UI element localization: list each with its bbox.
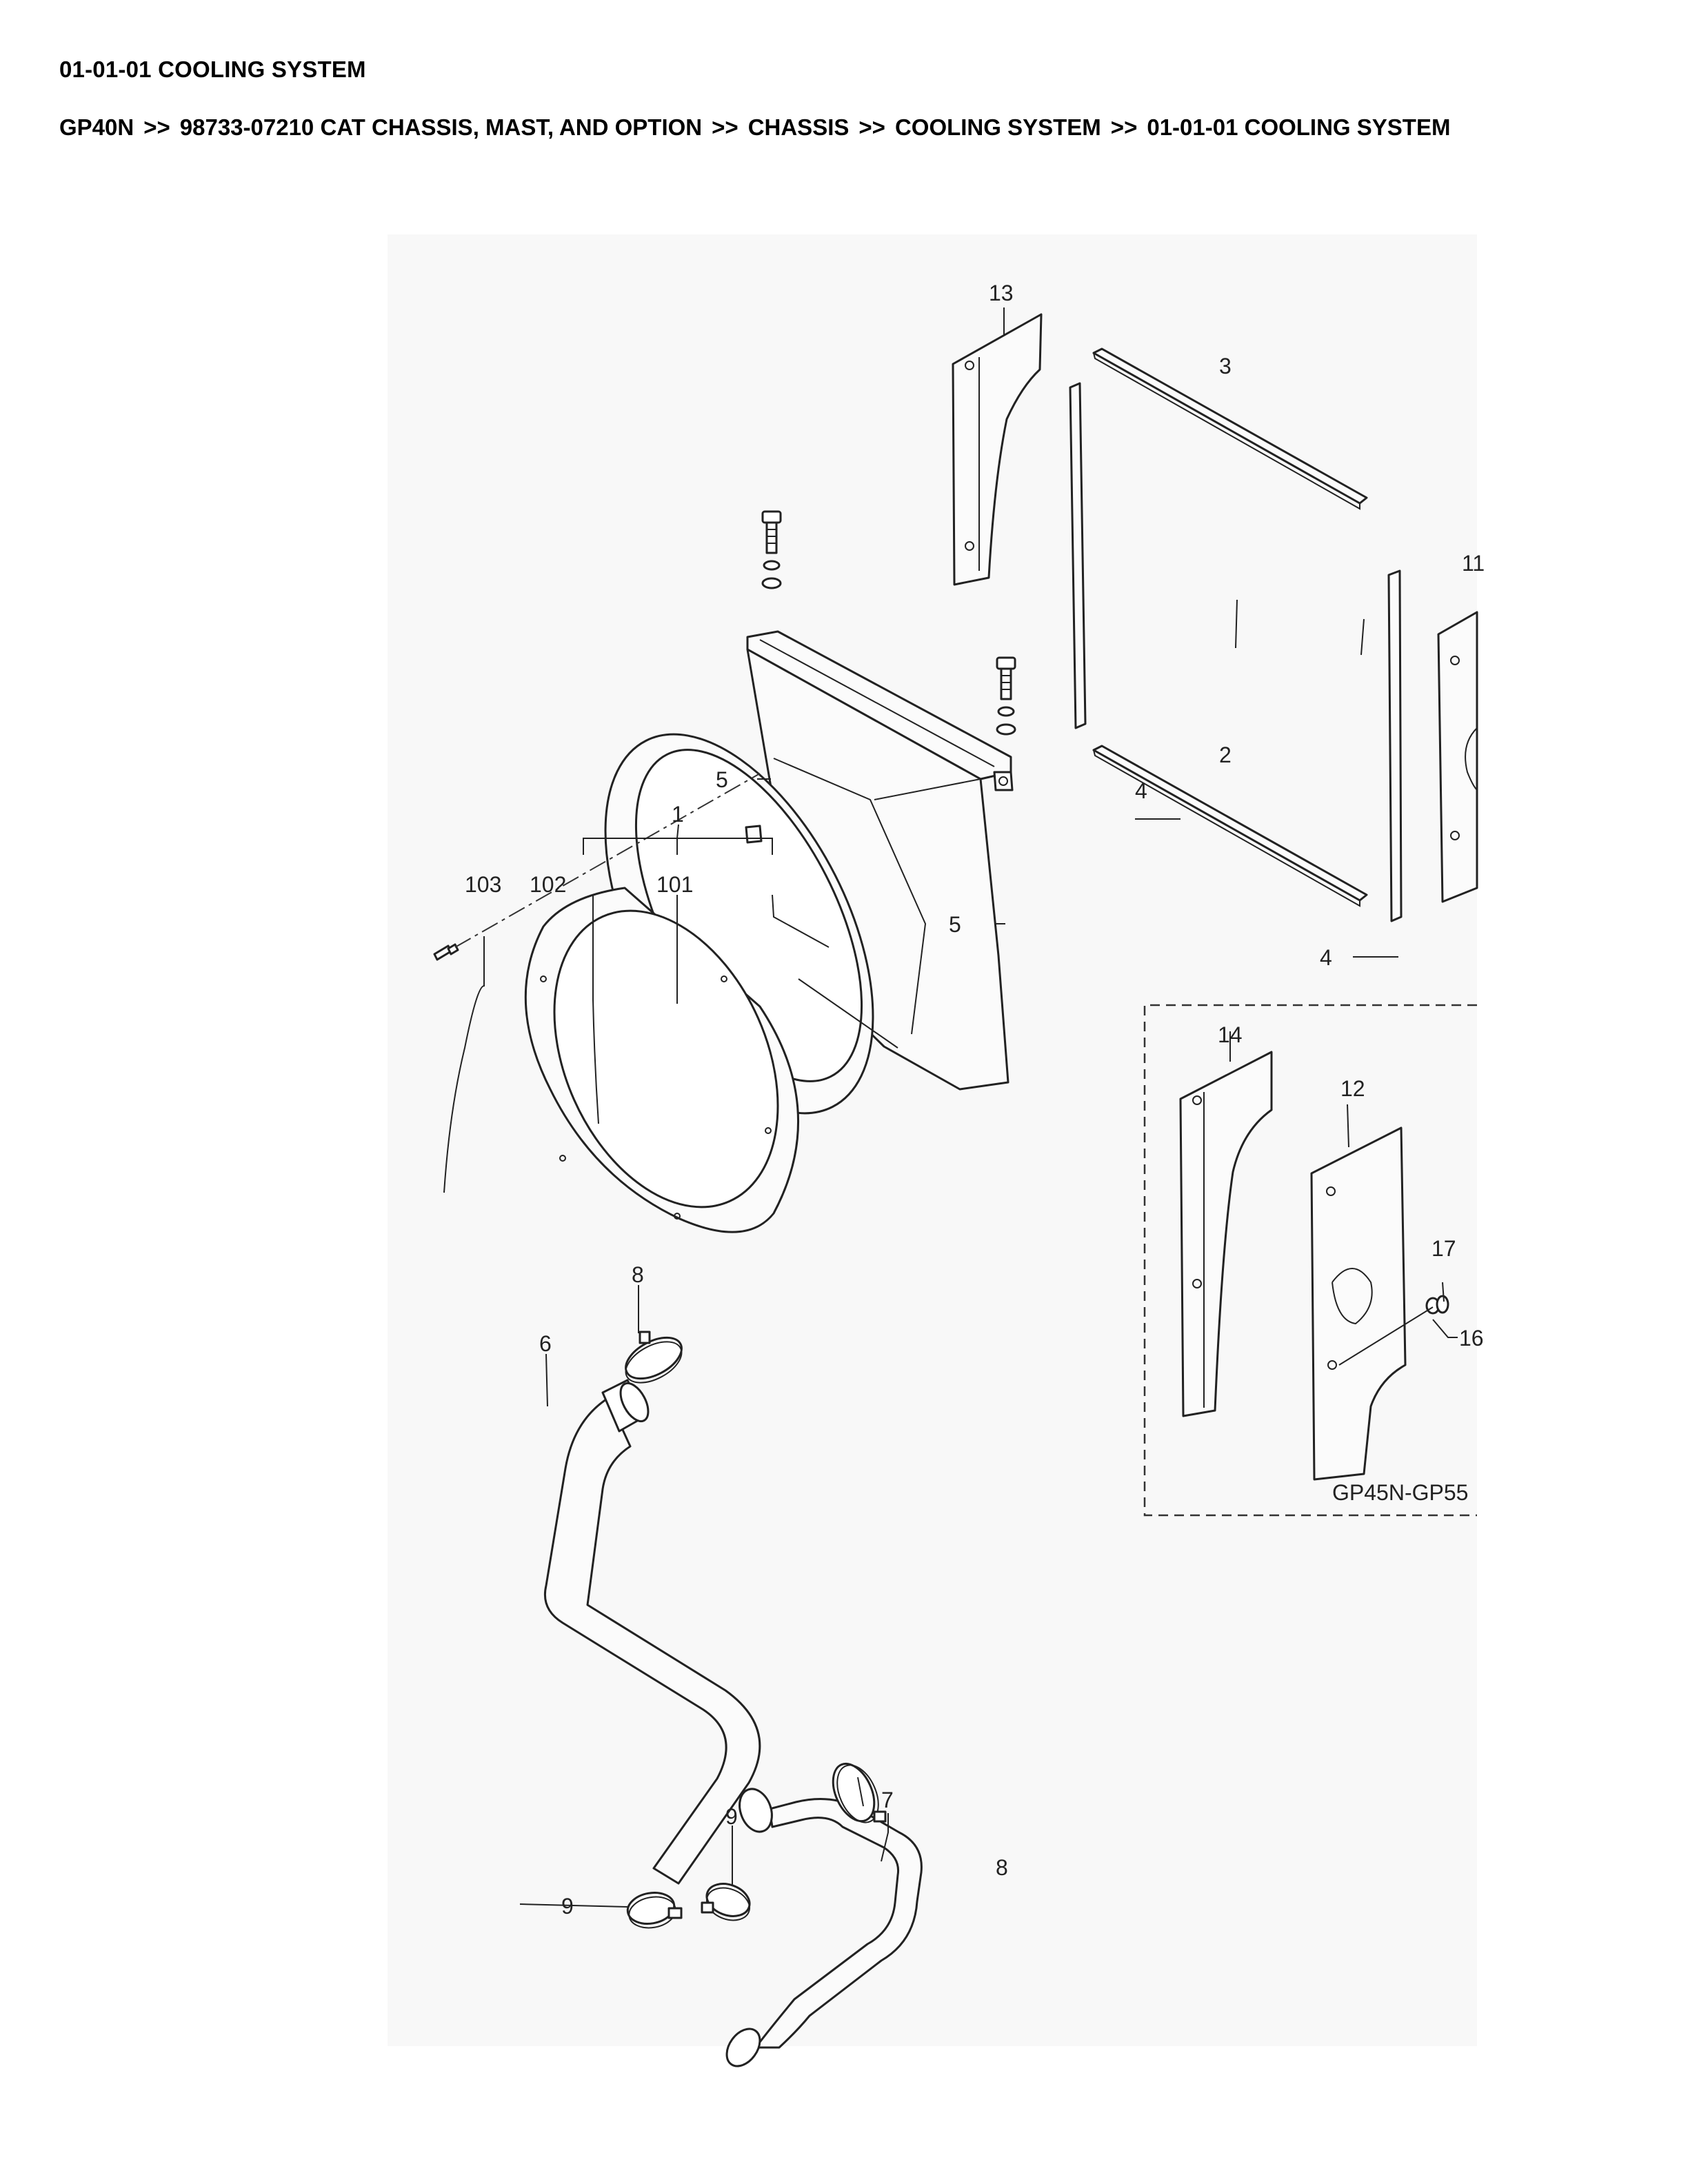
callout-103[interactable]: 103 xyxy=(465,872,501,897)
breadcrumb-separator: >> xyxy=(712,114,738,140)
breadcrumb: GP40N >> 98733-07210 CAT CHASSIS, MAST, AN… xyxy=(59,114,1450,141)
seal-strip-part-3[interactable] xyxy=(1092,347,1368,510)
callout-4-right[interactable]: 4 xyxy=(1320,945,1332,970)
bolt-set-part-5-upper[interactable] xyxy=(761,510,782,589)
nut-part-17[interactable] xyxy=(1436,1295,1449,1314)
callout-8-lower[interactable]: 8 xyxy=(996,1855,1008,1880)
callout-7[interactable]: 7 xyxy=(881,1788,894,1812)
side-seal-plate-part-13[interactable] xyxy=(952,313,1043,586)
hose-clamp-part-8-lower[interactable] xyxy=(825,1757,887,1829)
fastener-axis-line xyxy=(1338,1306,1434,1366)
callout-6[interactable]: 6 xyxy=(539,1331,552,1356)
variant-group-box xyxy=(1143,1004,1477,1517)
seal-strip-part-4-left[interactable] xyxy=(1069,382,1087,729)
screw-part-103[interactable] xyxy=(433,943,459,961)
variant-group-label: GP45N-GP55 xyxy=(1332,1480,1468,1505)
callout-11[interactable]: 11 xyxy=(1462,551,1485,576)
callout-5-upper[interactable]: 5 xyxy=(716,767,728,792)
hose-clamp-part-9-upper[interactable] xyxy=(625,1889,683,1931)
callout-3[interactable]: 3 xyxy=(1219,354,1232,378)
seal-strip-part-4-right[interactable] xyxy=(1387,569,1403,922)
breadcrumb-separator: >> xyxy=(1110,114,1138,140)
seal-strip-part-2[interactable] xyxy=(1092,745,1368,907)
breadcrumb-item-model[interactable]: GP40N xyxy=(59,114,134,140)
shroud-ring-plate-part-102[interactable] xyxy=(511,876,822,1242)
leader-lines xyxy=(443,307,1458,1908)
breadcrumb-separator: >> xyxy=(858,114,885,140)
lower-hose-part-7[interactable] xyxy=(720,1784,923,2072)
callout-14[interactable]: 14 xyxy=(1218,1022,1243,1047)
side-plate-part-11[interactable] xyxy=(1437,611,1478,903)
callout-101[interactable]: 101 xyxy=(656,872,693,897)
callout-2[interactable]: 2 xyxy=(1219,742,1232,767)
page-heading: 01-01-01 COOLING SYSTEM xyxy=(59,57,366,82)
callout-5-lower[interactable]: 5 xyxy=(949,912,961,937)
callout-102[interactable]: 102 xyxy=(530,872,566,897)
callout-17[interactable]: 17 xyxy=(1431,1236,1456,1261)
callout-8-upper[interactable]: 8 xyxy=(632,1262,644,1287)
side-plate-part-12[interactable] xyxy=(1310,1126,1407,1481)
callout-4-left[interactable]: 4 xyxy=(1135,778,1147,803)
callout-9-lower[interactable]: 9 xyxy=(725,1804,738,1829)
breadcrumb-item-chassis[interactable]: CHASSIS xyxy=(747,114,850,140)
parts-diagram-drawing: 1 103 102 101 5 5 13 3 4 4 2 11 14 12 17… xyxy=(433,281,1485,2067)
callout-12[interactable]: 12 xyxy=(1340,1076,1365,1101)
breadcrumb-item-cooling-system[interactable]: COOLING SYSTEM xyxy=(894,114,1101,140)
callout-1[interactable]: 1 xyxy=(672,802,684,827)
callout-13[interactable]: 13 xyxy=(989,281,1014,305)
breadcrumb-item-current: 01-01-01 COOLING SYSTEM xyxy=(1147,114,1451,140)
breadcrumb-item-catalog[interactable]: 98733-07210 CAT CHASSIS, MAST, AND OPTIO… xyxy=(179,114,703,140)
callout-16[interactable]: 16 xyxy=(1459,1326,1484,1351)
callout-9-left[interactable]: 9 xyxy=(561,1894,574,1919)
hose-clamp-part-8-upper[interactable] xyxy=(619,1329,688,1391)
hose-clamp-part-9-lower[interactable] xyxy=(701,1878,754,1925)
assembly-centerline xyxy=(454,773,761,948)
side-seal-plate-part-14[interactable] xyxy=(1179,1051,1273,1417)
upper-hose-part-6[interactable] xyxy=(543,1379,761,1885)
bolt-set-part-5-lower[interactable] xyxy=(996,656,1016,736)
parts-diagram: 1 103 102 101 5 5 13 3 4 4 2 11 14 12 17… xyxy=(388,234,1485,2067)
breadcrumb-separator: >> xyxy=(143,114,170,140)
